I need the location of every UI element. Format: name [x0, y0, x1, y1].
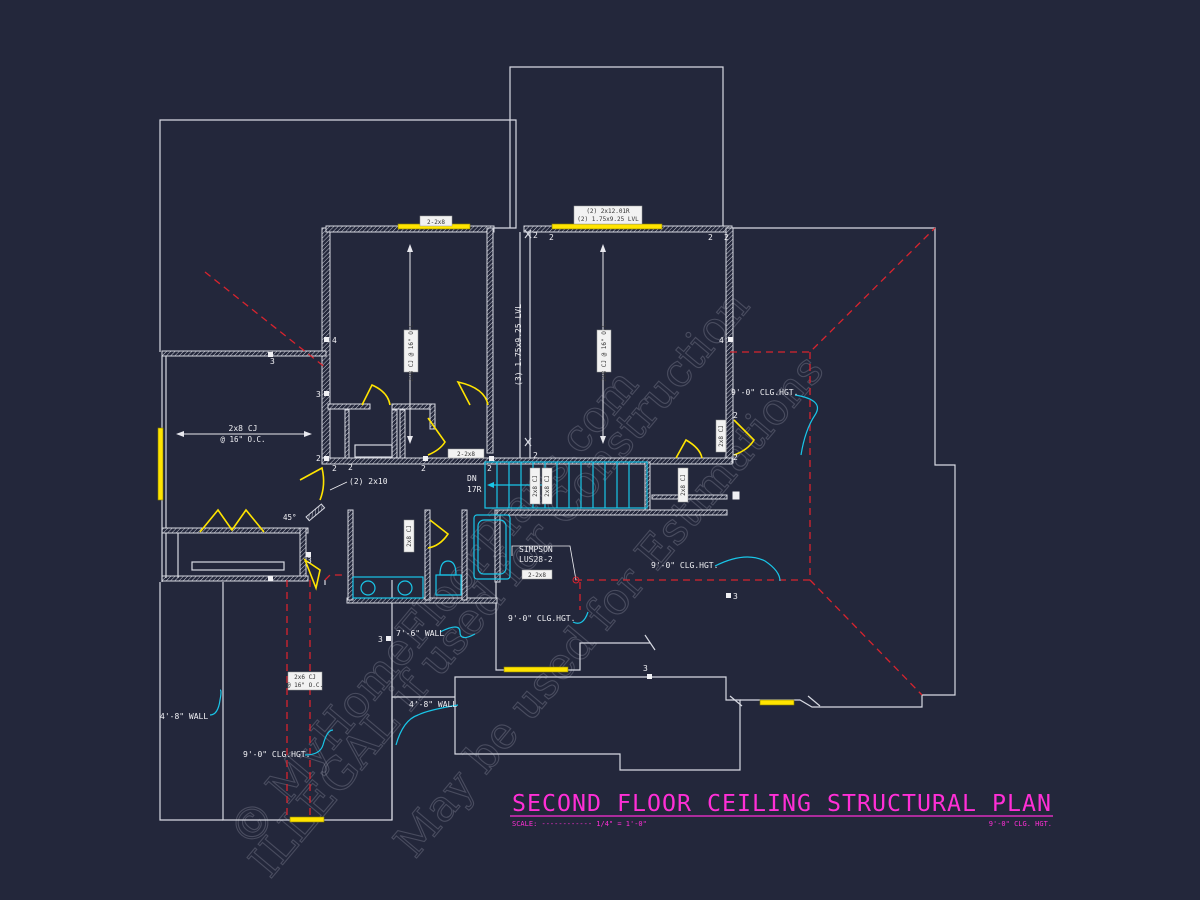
label-simpson: SIMPSON [519, 545, 553, 554]
roof-hip-lines [204, 227, 936, 820]
drawing-clg-note: 9'-0" CLG. HGT. [989, 820, 1052, 828]
label-clg-center: 9'-0" CLG.HGT. [508, 614, 575, 623]
annotations: 2x8 CJ @ 16" O.C. (2) 2x10 45° DN 17R SI… [160, 304, 798, 759]
hatched-walls [161, 225, 734, 604]
support-number: 2 [733, 453, 738, 462]
windows [157, 223, 795, 823]
tag-header-top-left: 2-2x8 [427, 219, 445, 226]
label-header-2x10: (2) 2x10 [349, 477, 388, 486]
leader-lines [209, 394, 819, 756]
tag-hall: 2-2x8 [457, 451, 475, 458]
tag-closet: 2x8 CJ [680, 474, 687, 496]
drawing-title: SECOND FLOOR CEILING STRUCTURAL PLAN [512, 791, 1052, 817]
window-left [157, 427, 164, 501]
label-stair-risers: 17R [467, 485, 482, 494]
label-joist-spec: 2x8 CJ [229, 424, 258, 433]
support-number: 3 [307, 556, 312, 565]
window-lower-right [759, 699, 795, 706]
drawing-scale: SCALE: ------------ 1/4" = 1'-0" [512, 820, 647, 828]
label-joist-spacing: @ 16" O.C. [220, 435, 265, 444]
support-number: 3 [316, 390, 321, 399]
label-stair-dn: DN [467, 474, 477, 483]
label-wall-4-8-right: 4'-8" WALL [409, 700, 457, 709]
support-number: 2 [316, 454, 321, 463]
tag-right-wall: 2x8 CJ [718, 425, 725, 447]
support-number: 3 [270, 357, 275, 366]
label-wall-7-6: 7'-6" WALL [396, 629, 444, 638]
support-number: 4 [332, 336, 337, 345]
support-number: 2 [708, 233, 713, 242]
support-number: 3 [378, 635, 383, 644]
joist-arrows [176, 244, 606, 444]
support-number: 2 [332, 464, 337, 473]
support-number: 2 [733, 411, 738, 420]
window-top-right [551, 223, 663, 230]
support-markers: 4 3 2 2 2 2 2 2 3 4 2 2 2 2 2 2 3 3 3 3 [268, 229, 740, 679]
tag-stair-1: 2x8 CJ [532, 475, 539, 497]
support-number: 3 [643, 664, 648, 673]
tag-lower-left-2: @ 16" O.C. [287, 682, 323, 689]
tag-stair-2: 2x8 CJ [544, 475, 551, 497]
support-number: 2 [348, 463, 353, 472]
support-number: 2 [487, 464, 492, 473]
tag-header-top-right-2: (2) 1.75x9.25 LVL [577, 216, 639, 223]
label-clg-left: 9'-0" CLG.HGT. [243, 750, 310, 759]
label-simpson-part: LUS28-2 [519, 555, 553, 564]
label-clg-right-mid: 9'-0" CLG.HGT. [651, 561, 718, 570]
tag-lus: 2-2x8 [528, 572, 546, 579]
label-wall-4-8-left: 4'-8" WALL [160, 712, 208, 721]
support-number: 2 [724, 233, 729, 242]
label-clg-right-upper: 9'-0" CLG.HGT. [731, 388, 798, 397]
support-number: 3 [733, 592, 738, 601]
header-tags: 2-2x8 (2) 2x12.01R (2) 1.75x9.25 LVL 2x8… [287, 205, 727, 691]
support-number: 2 [533, 451, 538, 460]
window-bath [503, 666, 569, 673]
tag-bedroom-2: 2x8 CJ @ 16" O.C. [601, 320, 608, 381]
support-number: 2 [549, 233, 554, 242]
window-bottom [289, 816, 325, 823]
tag-lower-left-1: 2x6 CJ [294, 674, 316, 681]
tag-bath: 2x8 CJ [406, 525, 413, 547]
doors [199, 380, 756, 591]
support-number: 4 [719, 336, 724, 345]
title-block: SECOND FLOOR CEILING STRUCTURAL PLAN SCA… [510, 791, 1053, 828]
support-number: 2 [421, 464, 426, 473]
bath-fixtures [352, 514, 511, 599]
tag-header-top-right-1: (2) 2x12.01R [586, 208, 630, 215]
tag-bedroom-1: 2x8 CJ @ 16" O.C. [408, 320, 415, 381]
label-angle: 45° [283, 513, 297, 522]
label-lvl-beam: (3) 1.75x9.25 LVL [514, 304, 523, 386]
support-number: 2 [533, 231, 538, 240]
